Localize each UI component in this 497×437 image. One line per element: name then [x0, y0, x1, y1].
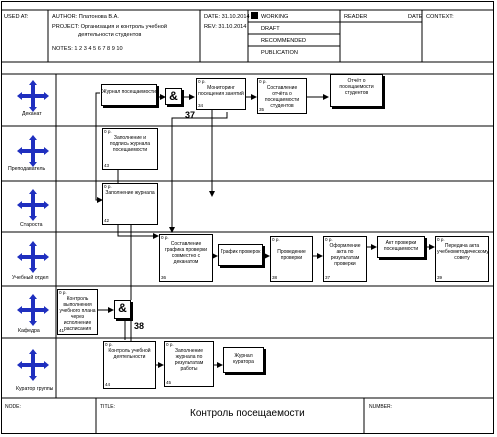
lane-label-starosta: Староста: [20, 222, 43, 228]
process-monitoring[interactable]: 0 р. Мониторинг посещения занятий 34: [196, 78, 246, 110]
node-cost: 0 р.: [437, 237, 445, 242]
node-cost: 0 р.: [104, 184, 112, 189]
working-checkbox: [251, 12, 258, 19]
node-number: 36: [161, 275, 167, 280]
reader-label: READER: [344, 14, 368, 20]
status-publication: PUBLICATION: [261, 50, 298, 56]
data-curator-journal[interactable]: Журнал куратора: [223, 347, 264, 373]
node-text: Отчёт о посещаемости студентов: [339, 78, 374, 96]
notes-label: NOTES: 1 2 3 4 5 6 7 8 9 10: [52, 46, 123, 52]
junction-symbol: &: [169, 89, 178, 103]
node-cost: 0 р.: [59, 290, 67, 295]
used-at-label: USED AT:: [4, 14, 29, 20]
project-label-2: деятельности студентов: [78, 32, 142, 38]
node-text: Заполнение журнала: [105, 190, 155, 196]
author-label: AUTHOR: Платонова В.А.: [52, 14, 119, 20]
project-label: PROJECT: Организация и контроль учебной: [52, 24, 167, 30]
node-number: 44: [105, 382, 111, 387]
actor-icons: [17, 80, 49, 381]
diagram-title: Контроль посещаемости: [190, 408, 305, 419]
node-text: Составление графика проверки совместно с…: [164, 241, 208, 265]
node-cost: 0 р.: [166, 342, 174, 347]
node-number: 45: [166, 380, 172, 385]
node-number: 37: [325, 275, 331, 280]
node-number: 41: [59, 328, 65, 333]
process-inspection[interactable]: 0 р. Проведение проверки 38: [270, 236, 313, 282]
junction-symbol: &: [118, 301, 127, 315]
node-text: Мониторинг посещения занятий: [198, 85, 244, 97]
node-number: 39: [437, 275, 443, 280]
node-text: График проверок: [220, 249, 261, 255]
process-schedule[interactable]: 0 р. Составление графика проверки совмес…: [159, 234, 213, 282]
node-text: Оформление акта по результатам проверки: [329, 243, 361, 267]
footer-node-label: NODE:: [5, 404, 21, 410]
node-text: Передача акта учебнометодическому совету: [437, 243, 489, 261]
data-schedule[interactable]: График проверок: [218, 244, 263, 266]
node-number: 43: [104, 163, 110, 168]
lane-label-kafedra: Кафедра: [18, 328, 40, 334]
node-number: 42: [104, 218, 110, 223]
process-control-activity[interactable]: 0 р. Контроль учебной деятельности 44: [103, 341, 156, 389]
process-control-plan[interactable]: 0 р. Контроль выполнения учебного плана …: [57, 289, 98, 335]
data-journal-attendance[interactable]: Журнал посещаемости: [101, 84, 157, 106]
node-cost: 0 р.: [104, 129, 112, 134]
node-cost: 0 р.: [325, 237, 333, 242]
node-text: Журнал куратора: [233, 353, 254, 365]
node-cost: 0 р.: [161, 235, 169, 240]
lane-label-kurator: Куратор группы: [16, 386, 54, 392]
process-act[interactable]: 0 р. Оформление акта по результатам пров…: [323, 236, 367, 282]
lane-label-prepodavatel: Преподаватель: [8, 166, 46, 172]
reader-date-label: DATE: [408, 14, 423, 20]
junction-number-2: 38: [134, 321, 145, 331]
data-act[interactable]: Акт проверки посещаемости: [377, 236, 425, 258]
process-report[interactable]: 0 р. Составление отчёта о посещаемости с…: [257, 78, 307, 114]
node-cost: 0 р.: [259, 79, 267, 84]
node-text: Журнал посещаемости: [102, 89, 156, 95]
node-number: 34: [198, 103, 204, 108]
status-working: WORKING: [261, 14, 289, 20]
lane-label-dekanat: Деканат: [22, 111, 42, 117]
node-text: Акт проверки посещаемости: [383, 240, 419, 252]
context-label: CONTEXT:: [426, 14, 454, 20]
node-number: 38: [272, 275, 278, 280]
junction-and-2[interactable]: &: [114, 300, 131, 319]
footer-number-label: NUMBER:: [369, 404, 393, 410]
data-report[interactable]: Отчёт о посещаемости студентов: [330, 74, 383, 107]
junction-and-1[interactable]: &: [165, 88, 182, 105]
date-label: DATE: 31.10.2014: [204, 14, 250, 20]
node-text: Контроль учебной деятельности: [108, 348, 151, 360]
process-handover[interactable]: 0 р. Передача акта учебнометодическому с…: [435, 236, 489, 282]
node-text: Контроль выполнения учебного плана через…: [59, 296, 96, 332]
process-fill-results[interactable]: 0 р. Заполнение журнала по результатам р…: [164, 341, 214, 387]
status-draft: DRAFT: [261, 26, 280, 32]
status-recommended: RECOMMENDED: [261, 38, 307, 44]
footer-title-label: TITLE:: [100, 404, 116, 410]
junction-number-1: 37: [185, 110, 196, 120]
process-fill-journal[interactable]: 0 р. Заполнение журнала 42: [102, 183, 158, 225]
node-cost: 0 р.: [105, 342, 113, 347]
process-fill-sign-journal[interactable]: 0 р. Заполнение и подпись журнала посеща…: [102, 128, 158, 170]
node-text: Составление отчёта о посещаемости студен…: [264, 85, 300, 109]
node-number: 35: [259, 107, 265, 112]
node-text: Заполнение и подпись журнала посещаемост…: [109, 135, 151, 153]
node-cost: 0 р.: [272, 237, 280, 242]
lane-label-uchebny-otdel: Учебный отдел: [12, 275, 49, 281]
node-cost: 0 р.: [198, 79, 206, 84]
rev-label: REV: 31.10.2014: [204, 24, 247, 30]
node-text: Проведение проверки: [277, 249, 306, 261]
node-text: Заполнение журнала по результатам работы: [174, 348, 204, 372]
